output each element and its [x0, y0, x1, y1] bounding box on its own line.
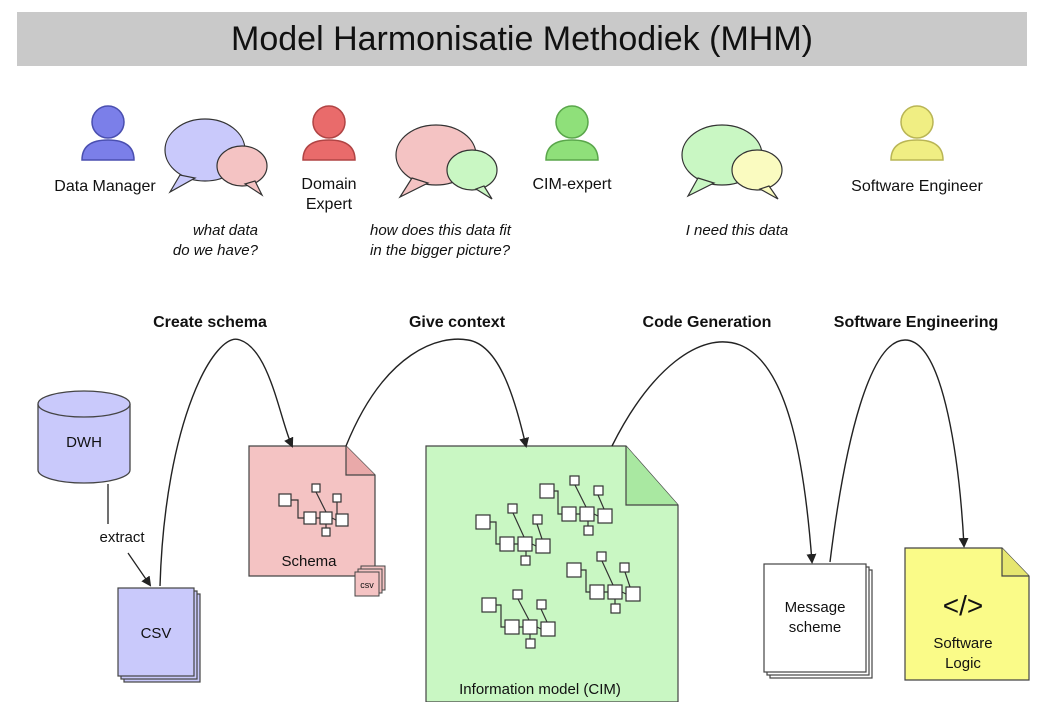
schema-label: Schema — [281, 553, 337, 570]
schema-csv-badge — [354, 565, 386, 597]
cim-label: Information model (CIM) — [459, 681, 621, 698]
cim-document — [425, 445, 679, 702]
quote-cim-expert: I need this data — [686, 222, 789, 239]
title-bar: Model Harmonisatie Methodiek (MHM) — [17, 12, 1027, 66]
extract-label: extract — [99, 529, 145, 546]
software-logic-line1: Software — [933, 635, 992, 652]
data-manager-person-icon — [81, 105, 135, 161]
create-schema-arrow — [159, 338, 294, 587]
message-scheme-line2: scheme — [789, 619, 842, 636]
role-domain-expert-line2: Expert — [306, 196, 353, 213]
software-logic-line2: Logic — [945, 655, 981, 672]
role-software-engineer: Software Engineer — [851, 178, 983, 195]
step-code-generation: Code Generation — [643, 314, 772, 331]
extract-arrow — [127, 552, 152, 587]
message-scheme-stack — [763, 563, 873, 679]
red-speech-bubble-icon — [395, 124, 498, 200]
cim-model-icon — [475, 475, 641, 649]
step-create-schema: Create schema — [153, 314, 267, 331]
csv-label: CSV — [141, 625, 172, 642]
code-generation-arrow — [611, 341, 817, 564]
role-data-manager: Data Manager — [54, 178, 156, 195]
csv-file-stack — [117, 587, 201, 683]
quote-data-manager-line2: do we have? — [173, 242, 259, 259]
role-cim-expert: CIM-expert — [532, 176, 612, 193]
dwh-database-icon — [37, 390, 131, 484]
quote-domain-expert-line1: how does this data fit — [370, 222, 512, 239]
quote-domain-expert-line2: in the bigger picture? — [370, 242, 511, 259]
code-icon: </> — [943, 590, 983, 621]
step-software-engineering: Software Engineering — [834, 314, 998, 331]
domain-expert-person-icon — [302, 105, 356, 161]
software-logic-document — [904, 547, 1030, 681]
software-engineering-arrow — [829, 339, 969, 563]
schema-document — [248, 445, 376, 577]
dwh-label: DWH — [66, 434, 102, 451]
green-speech-bubble-icon — [681, 124, 783, 200]
software-engineer-person-icon — [890, 105, 944, 161]
purple-speech-bubble-icon — [164, 118, 268, 197]
schema-model-icon — [278, 483, 349, 537]
message-scheme-line1: Message — [785, 599, 846, 616]
page-title: Model Harmonisatie Methodiek (MHM) — [231, 20, 813, 58]
cim-expert-person-icon — [545, 105, 599, 161]
give-context-arrow — [345, 338, 530, 448]
role-domain-expert-line1: Domain — [301, 176, 356, 193]
step-give-context: Give context — [409, 314, 506, 331]
schema-csv-badge-label: csv — [360, 580, 374, 590]
quote-data-manager-line1: what data — [193, 222, 258, 239]
